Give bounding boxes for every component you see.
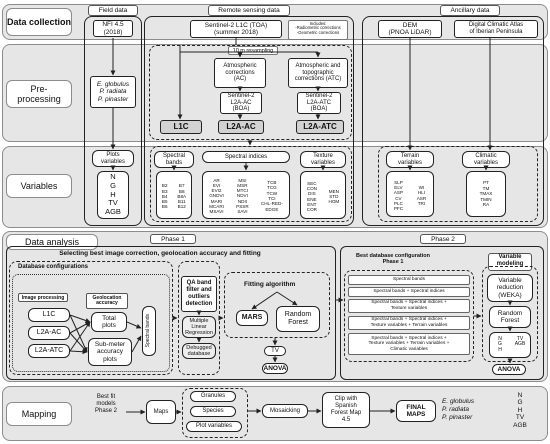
fitting-group	[224, 272, 330, 338]
species-3: P. pinaster	[97, 95, 129, 103]
tab-ancillary-data: Ancillary data	[440, 5, 500, 16]
db-l2a-atc-box: L2A-ATC	[28, 344, 70, 358]
p2-row-3: Spectral bands + Spectral indices + Text…	[348, 316, 470, 330]
maps-box: Maps	[146, 400, 176, 424]
preprocessing-group	[149, 45, 352, 140]
anova1-box: ANOVA	[262, 363, 288, 374]
p2-row-1: Spectral bands + Spectral indices	[348, 287, 470, 297]
ac-box: Atmospheric corrections (AC)	[214, 58, 266, 88]
db-config-title: Database configurations	[18, 264, 89, 270]
nfi-box: NFI 4.5 (2018)	[93, 20, 133, 37]
maps-group	[182, 388, 248, 438]
column-ancillary	[362, 16, 544, 226]
plot-variables-box: Plot variables	[186, 421, 242, 432]
fitting-title: Fitting algorithm	[244, 281, 296, 288]
phase1-group	[6, 246, 336, 380]
p2-row-2: Spectral bands + Spectral indices + Text…	[348, 299, 470, 313]
p2-row-4: Spectral bands + Spectral indices + Text…	[348, 333, 470, 355]
tab-remote-sensing-data: Remote sensing data	[208, 5, 290, 16]
label-data-collection: Data collection	[6, 8, 72, 36]
includes-note: Includes: -Radiometric corrections -Geom…	[288, 20, 348, 40]
geolocation-label: Geolocation accuracy	[86, 293, 128, 309]
tv-box: TV	[264, 346, 286, 356]
var-tv: TV	[108, 198, 118, 208]
mars-box: MARS	[236, 310, 268, 326]
species-box: Species	[190, 406, 236, 417]
rf-box: Random Forest	[276, 306, 320, 332]
plots-variables-box: Plots variables	[92, 150, 134, 167]
climatic-atlas-box: Digital Climatic Atlas of Iberian Penins…	[454, 20, 538, 38]
var-n: N	[110, 172, 116, 182]
species-1: E. globulus	[96, 80, 130, 88]
s2-atc-box: Sentinel-2 L2A-ATC (BOA)	[297, 92, 341, 114]
s2-ac-box: Sentinel-2 L2A-AC (BOA)	[220, 92, 262, 114]
granules-box: Granules	[190, 391, 236, 402]
sentinel-toa-box: Sentinel-2 L1C (TOA) (summer 2018)	[190, 20, 282, 38]
label-variables: Variables	[6, 174, 72, 198]
tab-field-data: Field data	[88, 5, 138, 16]
best-db-config-label: Best database configuration Phase 1	[356, 253, 430, 266]
species-2: P. radiata	[99, 88, 127, 96]
dem-box: DEM (PNOA LiDAR)	[378, 20, 442, 38]
tab-phase2: Phase 2	[420, 234, 466, 244]
remote-variables-group	[150, 146, 352, 222]
l1c-box: L1C	[160, 120, 202, 134]
l2a-atc-box: L2A-ATC	[296, 120, 344, 134]
image-processing-label: Image processing	[18, 293, 68, 302]
mosaicking-box: Mosaicking	[262, 404, 308, 418]
submeter-plots-box: Sub-meter accuracy plots	[88, 338, 132, 366]
column-field	[84, 16, 142, 226]
var-h: H	[110, 189, 116, 199]
db-l2a-ac-box: L2A-AC	[28, 326, 70, 340]
phase2-group	[340, 246, 544, 380]
climatic-variables-box: Climatic variables	[462, 151, 510, 168]
db-config-inner	[12, 274, 170, 372]
selecting-title: Selecting best image correction, geoloca…	[59, 250, 261, 257]
debugged-box: Debugged database	[182, 343, 216, 359]
label-mapping: Mapping	[6, 402, 72, 426]
ancillary-variables-group	[378, 146, 538, 222]
label-preprocessing: Pre- processing	[6, 80, 72, 108]
resampling-label: 10 m resampling	[228, 46, 278, 55]
anova2-box: ANOVA	[492, 364, 526, 375]
spectral-bands-vertical: Spectral bands	[142, 306, 156, 356]
tab-phase1: Phase 1	[150, 234, 196, 244]
clip-box: Clip with Spanish Forest Map 4.5	[322, 392, 370, 428]
db-l1c-box: L1C	[28, 308, 70, 322]
best-fit-label: Best fit models Phase 2	[94, 394, 118, 414]
field-vars-box: N G H TV AGB	[97, 171, 129, 219]
var-agb: AGB	[105, 206, 121, 216]
field-species-box: E. globulus P. radiata P. pinaster	[90, 76, 136, 108]
total-plots-box: Total plots	[91, 312, 127, 332]
phase2-db-group	[344, 270, 474, 362]
p2-row-0: Spectral bands	[348, 275, 470, 285]
l2a-ac-box: L2A-AC	[218, 120, 264, 134]
variable-reduction-box: Variable reduction (WEKA)	[487, 274, 533, 302]
mlr-box: Multiple Linear Regression	[182, 316, 216, 338]
column-remote	[144, 16, 354, 226]
var-g: G	[110, 181, 116, 191]
spectral-indices-box: Spectral indices	[202, 151, 290, 163]
final-maps-box: FINAL MAPS	[396, 400, 436, 422]
